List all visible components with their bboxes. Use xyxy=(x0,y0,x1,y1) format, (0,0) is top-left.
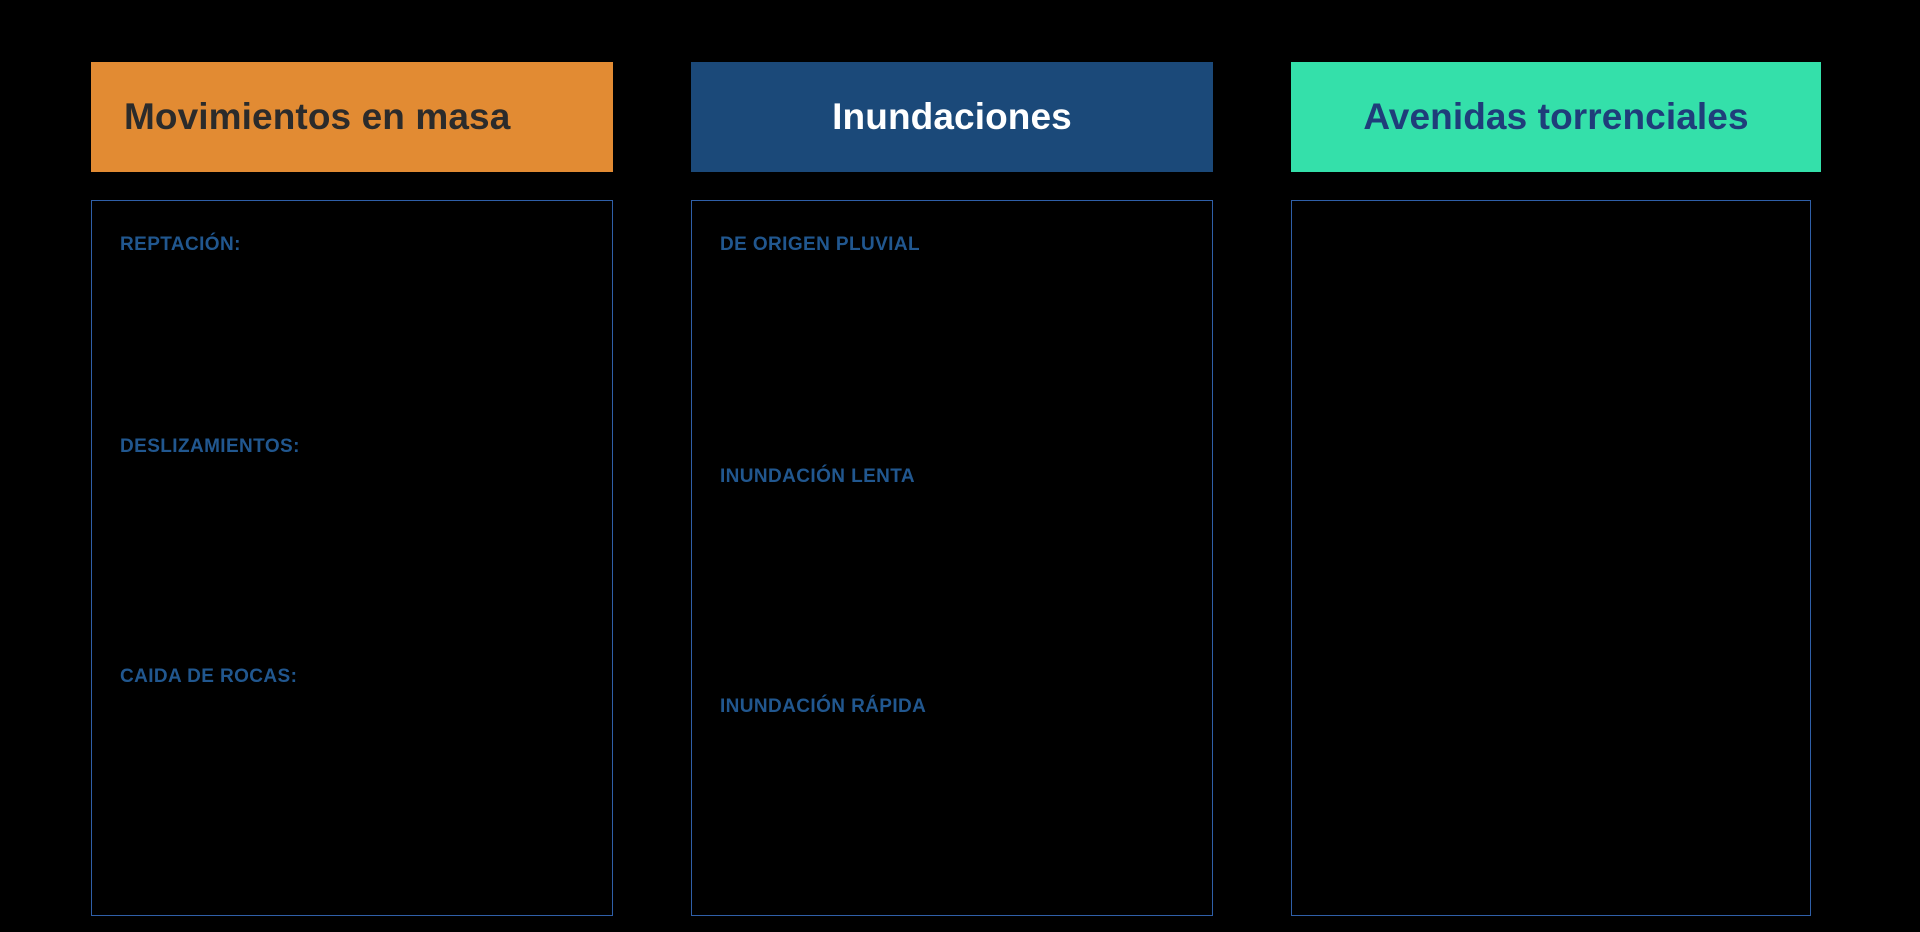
column-movimientos-en-masa: Movimientos en masa REPTACIÓN: DESLIZAMI… xyxy=(91,0,613,916)
column-panel-avenidas-torrenciales[interactable] xyxy=(1291,200,1811,916)
list-item[interactable]: INUNDACIÓN RÁPIDA xyxy=(720,696,927,717)
column-title-avenidas-torrenciales: Avenidas torrenciales xyxy=(1363,95,1749,137)
item-list-inundaciones: DE ORIGEN PLUVIAL INUNDACIÓN LENTA INUND… xyxy=(692,201,1212,915)
column-inundaciones: Inundaciones DE ORIGEN PLUVIAL INUNDACIÓ… xyxy=(691,0,1213,916)
list-item[interactable]: REPTACIÓN: xyxy=(120,234,241,255)
column-header-movimientos-en-masa[interactable]: Movimientos en masa xyxy=(91,62,613,172)
column-header-inundaciones[interactable]: Inundaciones xyxy=(691,62,1213,172)
column-header-avenidas-torrenciales[interactable]: Avenidas torrenciales xyxy=(1291,62,1821,172)
column-avenidas-torrenciales: Avenidas torrenciales xyxy=(1291,0,1821,916)
list-item[interactable]: DE ORIGEN PLUVIAL xyxy=(720,234,920,255)
item-list-movimientos-en-masa: REPTACIÓN: DESLIZAMIENTOS: CAIDA DE ROCA… xyxy=(92,201,612,915)
column-title-movimientos-en-masa: Movimientos en masa xyxy=(124,95,511,137)
column-panel-inundaciones[interactable]: DE ORIGEN PLUVIAL INUNDACIÓN LENTA INUND… xyxy=(691,200,1213,916)
list-item[interactable]: CAIDA DE ROCAS: xyxy=(120,666,298,687)
list-item[interactable]: DESLIZAMIENTOS: xyxy=(120,436,300,457)
column-title-inundaciones: Inundaciones xyxy=(832,95,1072,137)
empty-drop-area[interactable] xyxy=(1292,201,1810,915)
column-panel-movimientos-en-masa[interactable]: REPTACIÓN: DESLIZAMIENTOS: CAIDA DE ROCA… xyxy=(91,200,613,916)
list-item[interactable]: INUNDACIÓN LENTA xyxy=(720,466,915,487)
